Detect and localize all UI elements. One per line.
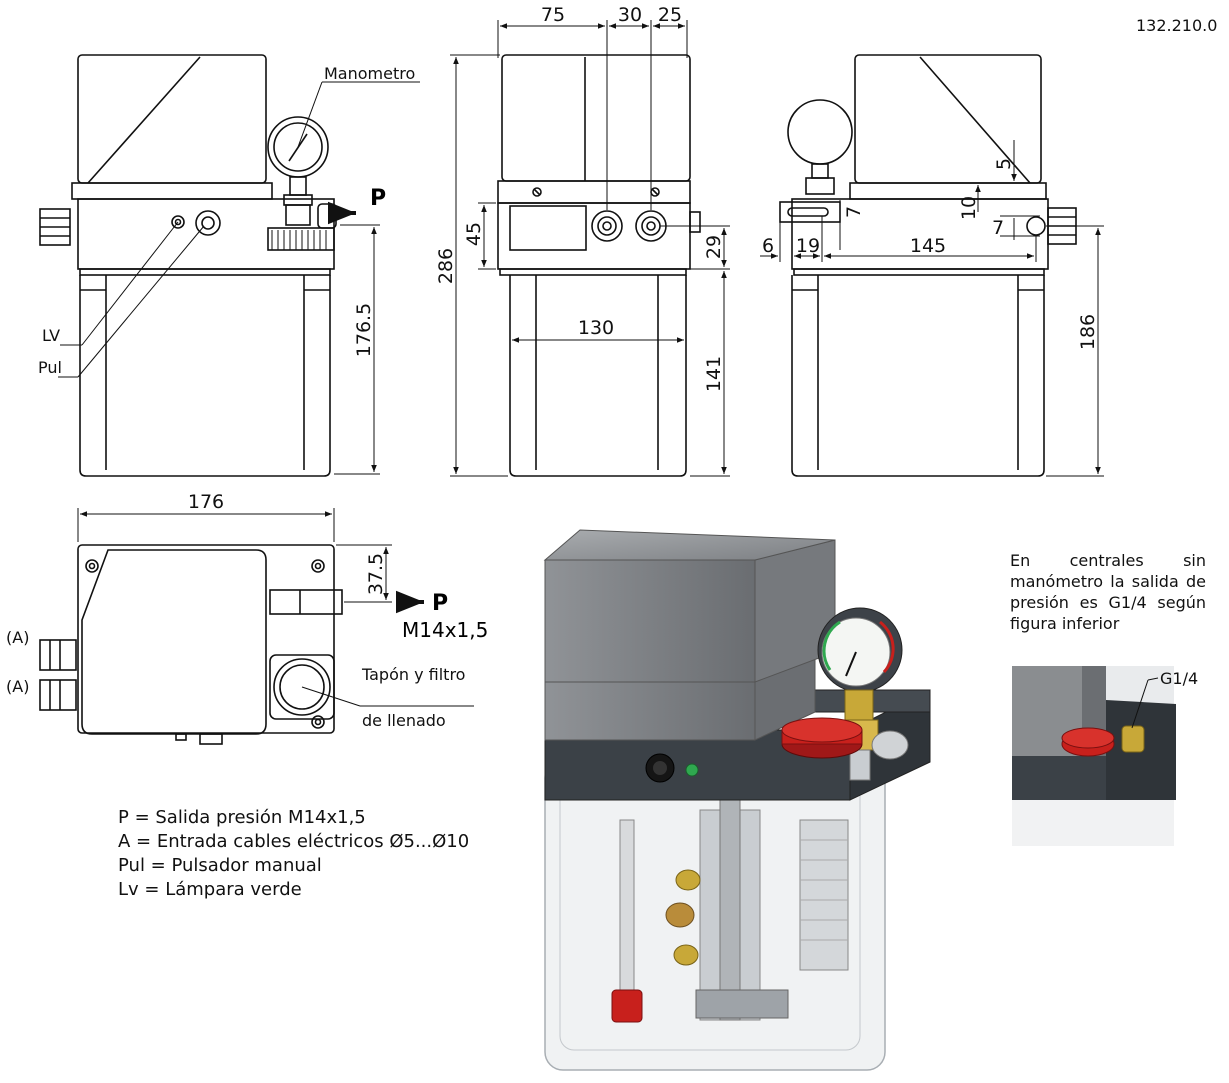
dim-186: 186	[1077, 314, 1099, 350]
dim-25: 25	[658, 4, 682, 26]
top-view	[39, 508, 474, 745]
legend-item: Lv = Lámpara verde	[118, 879, 302, 900]
label-g14: G1/4	[1160, 669, 1198, 688]
label-lv: LV	[42, 326, 60, 345]
label-tapon-1: Tapón y filtro	[361, 665, 465, 684]
dim-29: 29	[703, 235, 725, 259]
dim-30: 30	[618, 4, 642, 26]
legend-item: P = Salida presión M14x1,5	[118, 807, 366, 828]
label-a1: (A)	[6, 628, 29, 647]
note-g14: En centrales sin manómetro la salida de …	[1010, 551, 1206, 633]
label-a2: (A)	[6, 677, 29, 696]
legend-item: Pul = Pulsador manual	[118, 855, 322, 876]
inset-g14-figure	[1012, 666, 1176, 846]
dim-141: 141	[703, 356, 725, 392]
dim-45: 45	[463, 222, 485, 246]
front-view-left	[39, 54, 420, 477]
legend-item: A = Entrada cables eléctricos Ø5...Ø10	[118, 831, 470, 852]
dim-75: 75	[541, 4, 565, 26]
side-view-right	[760, 54, 1104, 477]
dim-7-a: 7	[992, 217, 1004, 239]
dim-286: 286	[435, 248, 457, 284]
dim-176-5: 176.5	[353, 303, 375, 357]
dim-5: 5	[993, 158, 1015, 170]
dim-176: 176	[188, 491, 224, 513]
legend: P = Salida presión M14x1,5 A = Entrada c…	[118, 806, 469, 902]
dim-145: 145	[910, 235, 946, 257]
dim-19: 19	[796, 235, 820, 257]
label-tapon-2: de llenado	[362, 711, 446, 730]
label-p-bottom: P	[432, 591, 448, 616]
label-pul: Pul	[38, 358, 62, 377]
pump-render-3d	[543, 529, 931, 1071]
dim-6: 6	[762, 235, 774, 257]
label-manometro: Manometro	[324, 64, 415, 83]
dim-10: 10	[958, 196, 980, 220]
front-view-center	[450, 20, 730, 477]
dim-7-b: 7	[843, 206, 865, 218]
label-p-top: P	[370, 186, 386, 211]
drawing-code: 132.210.0	[1136, 16, 1218, 35]
dim-130: 130	[578, 317, 614, 339]
label-m14: M14x1,5	[402, 618, 488, 642]
dim-37-5: 37.5	[365, 553, 387, 595]
